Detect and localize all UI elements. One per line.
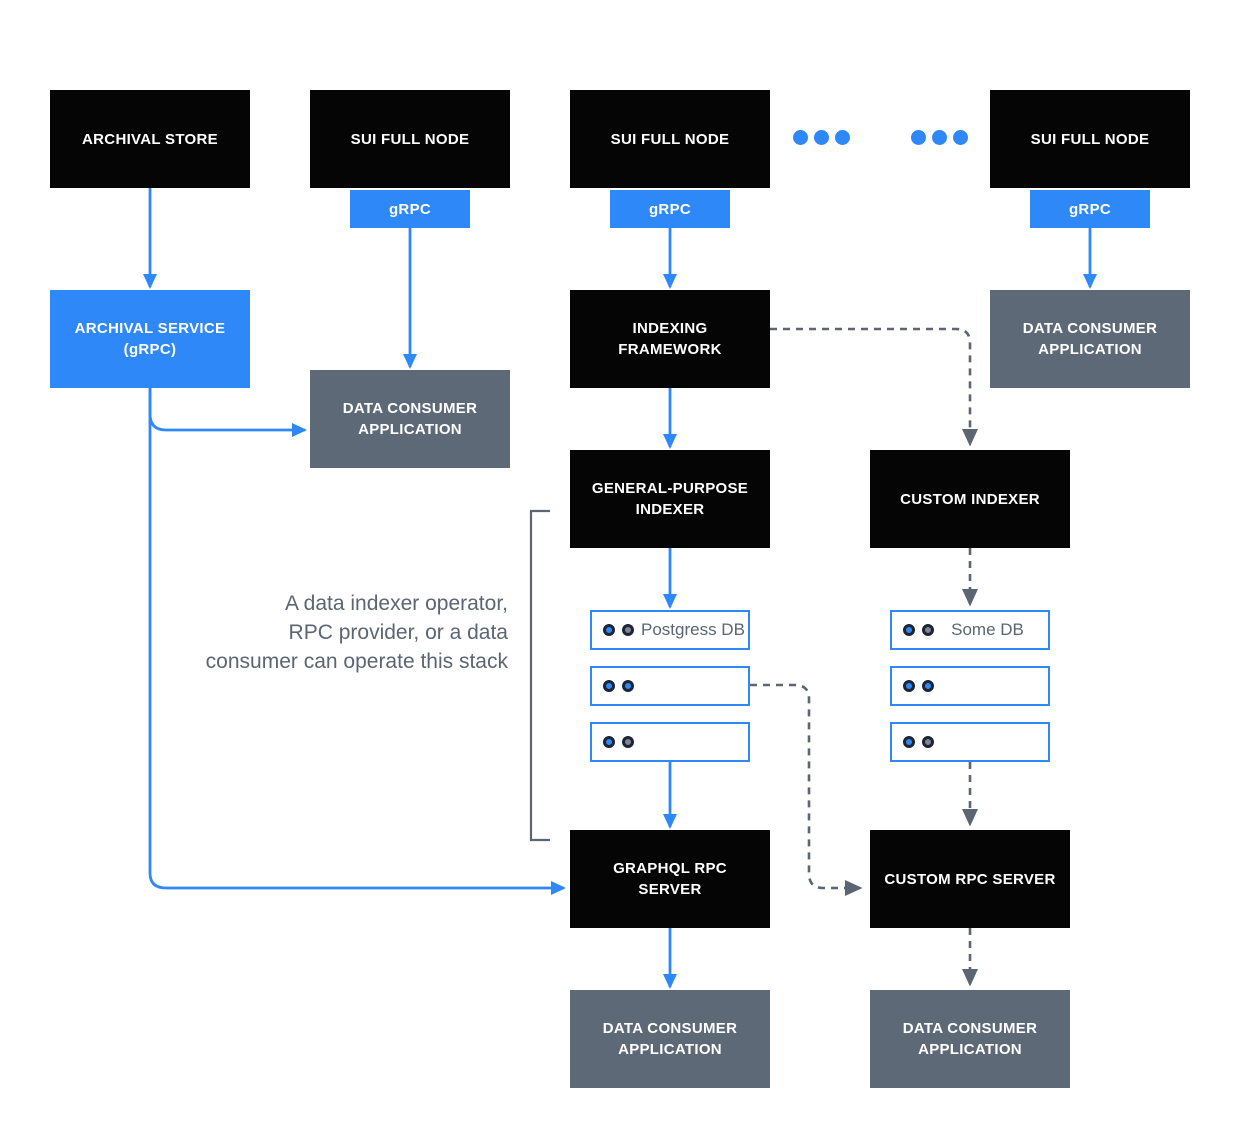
ellipsis-dots-left	[793, 130, 850, 145]
dot-icon	[911, 130, 926, 145]
dot-icon	[953, 130, 968, 145]
node-archival-service: ARCHIVAL SERVICE (gRPC)	[50, 290, 250, 388]
node-custom-rpc-server: CUSTOM RPC SERVER	[870, 830, 1070, 928]
grpc-tag-right: gRPC	[1030, 190, 1150, 228]
grpc-tag-left: gRPC	[350, 190, 470, 228]
node-sui-full-node-mid: SUI FULL NODE	[570, 90, 770, 188]
ellipsis-dots-right	[911, 130, 968, 145]
status-dot-icon	[903, 624, 915, 636]
node-archival-store: ARCHIVAL STORE	[50, 90, 250, 188]
db-label: Some DB	[951, 620, 1024, 639]
grpc-tag-mid: gRPC	[610, 190, 730, 228]
db-box-left-3	[590, 722, 750, 762]
status-dot-icon	[603, 736, 615, 748]
node-indexing-framework: INDEXING FRAMEWORK	[570, 290, 770, 388]
status-dot-icon	[603, 624, 615, 636]
dashed-arrows	[750, 327, 978, 987]
status-dot-icon	[622, 680, 634, 692]
stack-bracket	[529, 509, 550, 842]
dot-icon	[814, 130, 829, 145]
node-data-consumer-mid-left: DATA CONSUMER APPLICATION	[310, 370, 510, 468]
node-graphql-rpc-server: GRAPHQL RPC SERVER	[570, 830, 770, 928]
dot-icon	[932, 130, 947, 145]
node-sui-full-node-left: SUI FULL NODE	[310, 90, 510, 188]
db-box-left-2	[590, 666, 750, 706]
node-data-consumer-bottom-left: DATA CONSUMER APPLICATION	[570, 990, 770, 1088]
node-data-consumer-bottom-right: DATA CONSUMER APPLICATION	[870, 990, 1070, 1088]
dot-icon	[835, 130, 850, 145]
node-sui-full-node-right: SUI FULL NODE	[990, 90, 1190, 188]
status-dot-icon	[903, 680, 915, 692]
status-dot-icon	[622, 624, 634, 636]
db-box-some-db: Some DB	[890, 610, 1050, 650]
status-dot-icon	[922, 680, 934, 692]
node-custom-indexer: CUSTOM INDEXER	[870, 450, 1070, 548]
status-dot-icon	[622, 736, 634, 748]
node-data-consumer-top-right: DATA CONSUMER APPLICATION	[990, 290, 1190, 388]
node-general-purpose-indexer: GENERAL-PURPOSE INDEXER	[570, 450, 770, 548]
status-dot-icon	[922, 736, 934, 748]
arrow-framework-to-custom-indexer	[770, 327, 978, 447]
status-dot-icon	[922, 624, 934, 636]
db-box-right-2	[890, 666, 1050, 706]
blue-arrows	[143, 188, 1097, 989]
arrow-service-to-graphql	[148, 388, 566, 895]
status-dot-icon	[603, 680, 615, 692]
db-box-postgress: Postgress DB	[590, 610, 750, 650]
db-label: Postgress DB	[641, 620, 745, 639]
db-box-right-3	[890, 722, 1050, 762]
arrow-service-to-consumer	[148, 388, 307, 437]
dot-icon	[793, 130, 808, 145]
status-dot-icon	[903, 736, 915, 748]
operator-note: A data indexer operator, RPC provider, o…	[205, 592, 508, 673]
